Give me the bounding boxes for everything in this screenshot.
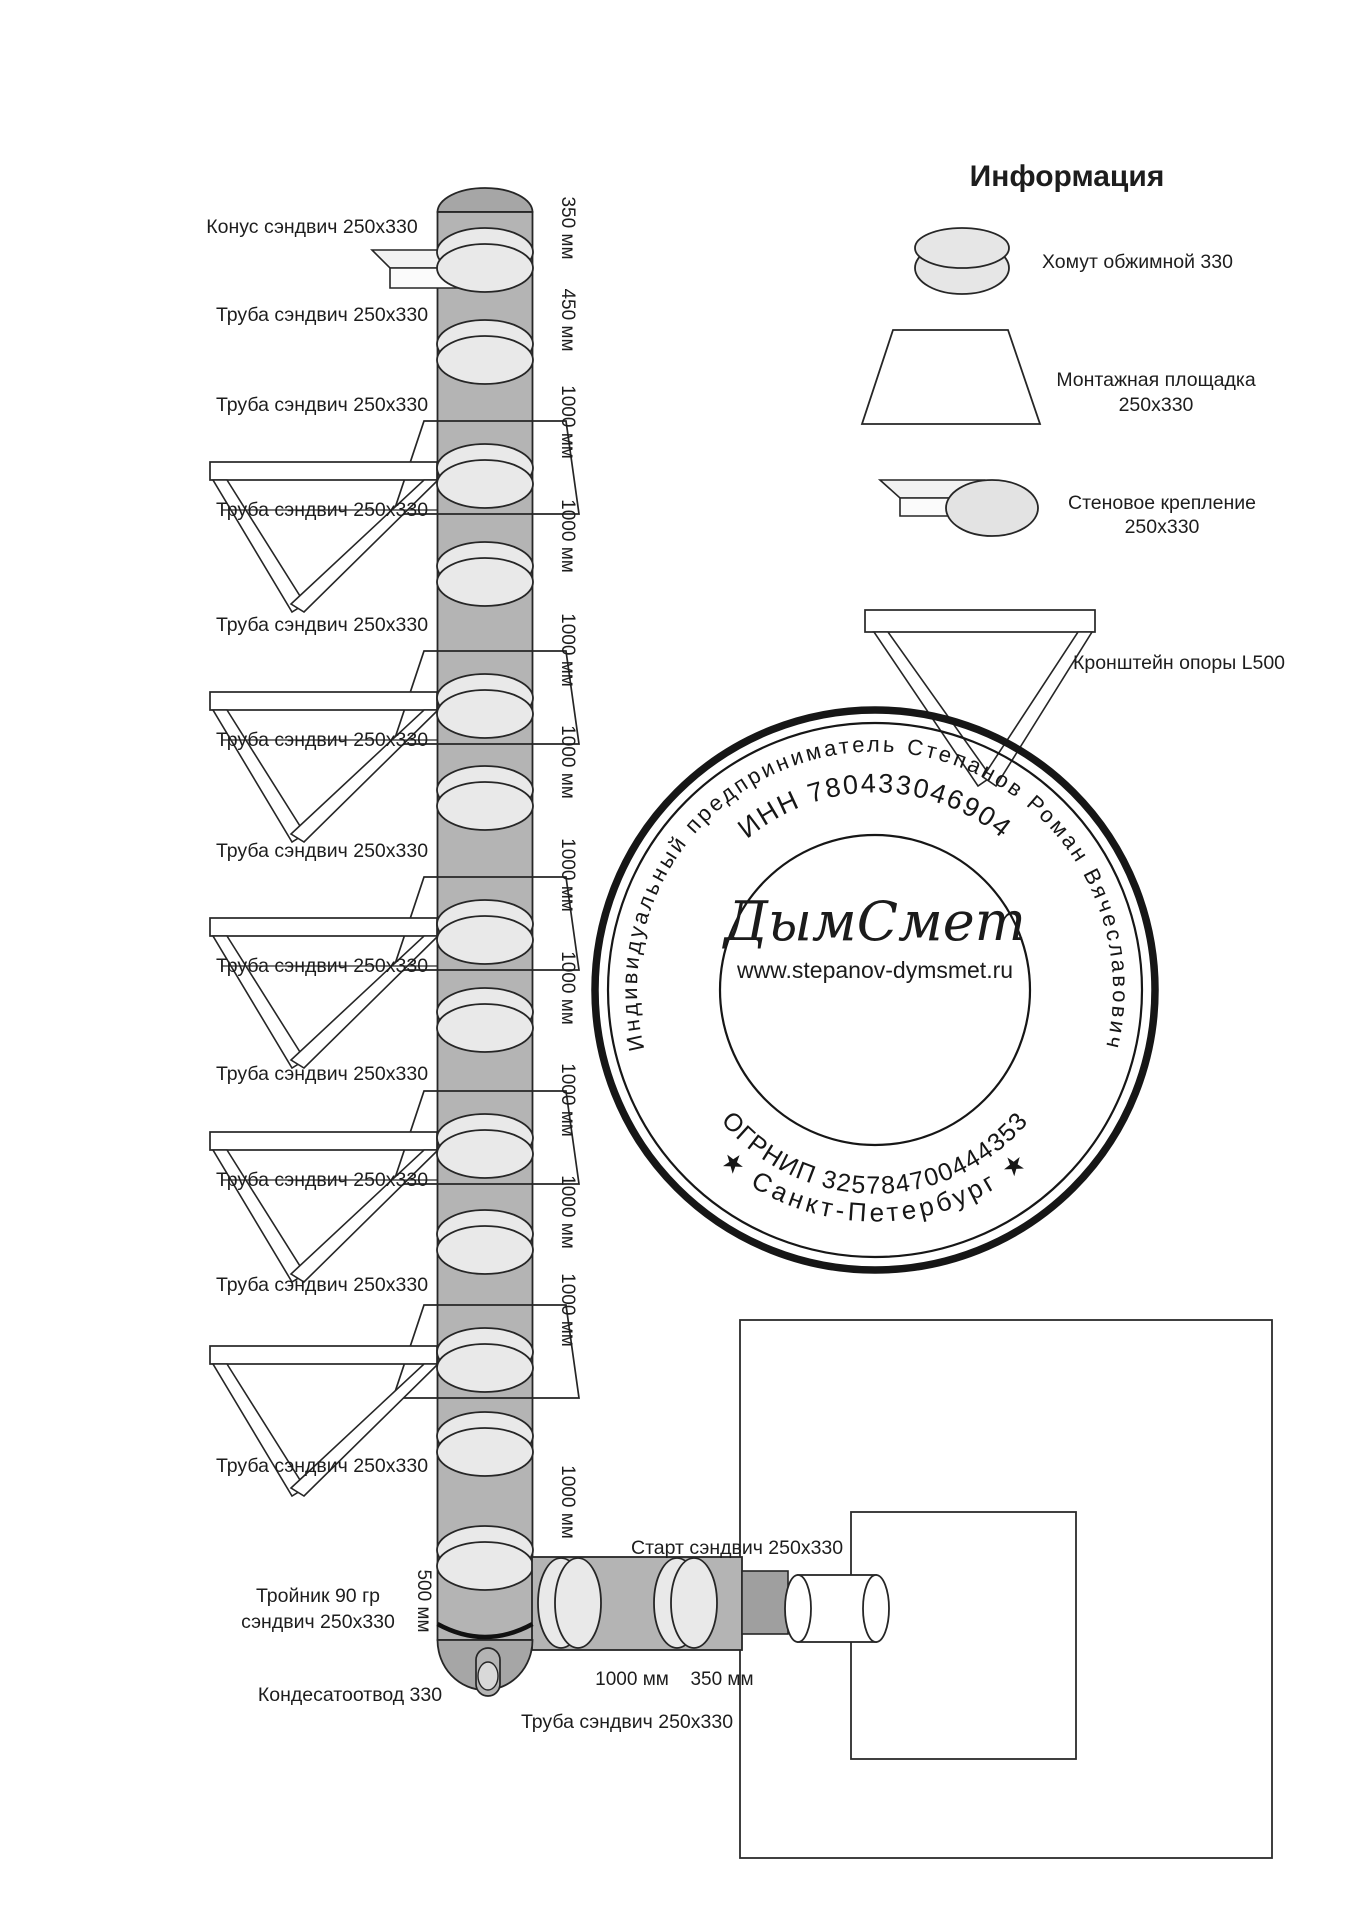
pipe-clamp-horizontal <box>537 1557 602 1649</box>
dim-1000: 1000 мм <box>557 838 578 912</box>
dim-350-horizontal: 350 мм <box>690 1669 753 1690</box>
pipe-clamp <box>436 541 534 607</box>
pipe-clamp <box>436 1525 534 1591</box>
label-tee-line2: сэндвич 250x330 <box>241 1611 395 1633</box>
legend-title: Информация <box>970 160 1165 193</box>
label-cone: Конус сэндвич 250x330 <box>206 216 418 238</box>
dim-1000: 1000 мм <box>557 1063 578 1137</box>
boiler-outline <box>850 1511 1077 1760</box>
label-pipe-section: Труба сэндвич 250x330 <box>216 729 428 751</box>
stamp-company-name: ДымСмет <box>722 890 1026 953</box>
company-stamp: Индивидуальный предприниматель Степанов … <box>591 706 1159 1274</box>
cone-cap <box>436 187 534 213</box>
legend-label-clamp: Хомут обжимной 330 <box>1042 251 1233 273</box>
legend-mounting-pad-icon <box>860 329 1042 425</box>
dim-1000: 1000 мм <box>557 1175 578 1249</box>
wall-mount <box>370 227 534 293</box>
label-pipe-section: Труба сэндвич 250x330 <box>216 1169 428 1191</box>
legend-label-wallmount-line2: 250x330 <box>1125 516 1200 538</box>
label-pipe-section: Труба сэндвич 250x330 <box>216 394 428 416</box>
pipe-clamp-horizontal <box>653 1557 718 1649</box>
pipe-clamp <box>436 227 534 293</box>
dim-1000: 1000 мм <box>557 725 578 799</box>
legend-label-bracket: Кронштейн опоры L500 <box>1073 652 1285 674</box>
label-pipe-section: Труба сэндвич 250x330 <box>216 955 428 977</box>
stamp-website: www.stepanov-dymsmet.ru <box>736 957 1013 983</box>
legend-wall-mount-icon <box>877 479 1039 537</box>
tee-cap-seam <box>436 1622 534 1640</box>
legend-label-wallmount-line1: Стеновое крепление <box>1068 492 1256 514</box>
dim-1000: 1000 мм <box>557 1273 578 1347</box>
dim-350: 350 мм <box>557 196 578 259</box>
label-pipe-section: Труба сэндвич 250x330 <box>216 1274 428 1296</box>
dim-1000: 1000 мм <box>557 499 578 573</box>
dim-500: 500 мм <box>413 1569 434 1632</box>
dim-1000: 1000 мм <box>557 613 578 687</box>
label-pipe-section: Труба сэндвич 250x330 <box>216 1063 428 1085</box>
label-pipe-section: Труба сэндвич 250x330 <box>216 840 428 862</box>
pipe-clamp <box>436 987 534 1053</box>
dim-1000: 1000 мм <box>557 385 578 459</box>
legend-label-pad-line2: 250x330 <box>1119 394 1194 416</box>
label-start-section: Старт сэндвич 250x330 <box>631 1537 843 1559</box>
label-condensate: Кондесатоотвод 330 <box>258 1684 442 1706</box>
legend-label-pad-line1: Монтажная площадка <box>1056 369 1255 391</box>
label-pipe-section: Труба сэндвич 250x330 <box>216 304 428 326</box>
label-pipe-section: Труба сэндвич 250x330 <box>216 499 428 521</box>
pipe-clamp <box>436 765 534 831</box>
label-pipe-section: Труба сэндвич 250x330 <box>216 614 428 636</box>
dim-1000-horizontal: 1000 мм <box>595 1669 669 1690</box>
pipe-clamp <box>436 1209 534 1275</box>
tee-bottom <box>436 1622 534 1697</box>
dim-1000: 1000 мм <box>557 951 578 1025</box>
label-pipe-section: Труба сэндвич 250x330 <box>521 1711 733 1733</box>
dim-1000: 1000 мм <box>557 1465 578 1539</box>
dim-450: 450 мм <box>557 288 578 351</box>
start-adapter <box>741 1570 789 1635</box>
label-leader-lines <box>222 509 437 1181</box>
boiler-stub-pipe <box>784 1574 890 1643</box>
label-tee-line1: Тройник 90 гр <box>256 1585 380 1607</box>
label-pipe-section: Труба сэндвич 250x330 <box>216 1455 428 1477</box>
legend-clamp-icon <box>914 227 1010 295</box>
pipe-clamp <box>436 1411 534 1477</box>
pipe-clamp <box>436 319 534 385</box>
